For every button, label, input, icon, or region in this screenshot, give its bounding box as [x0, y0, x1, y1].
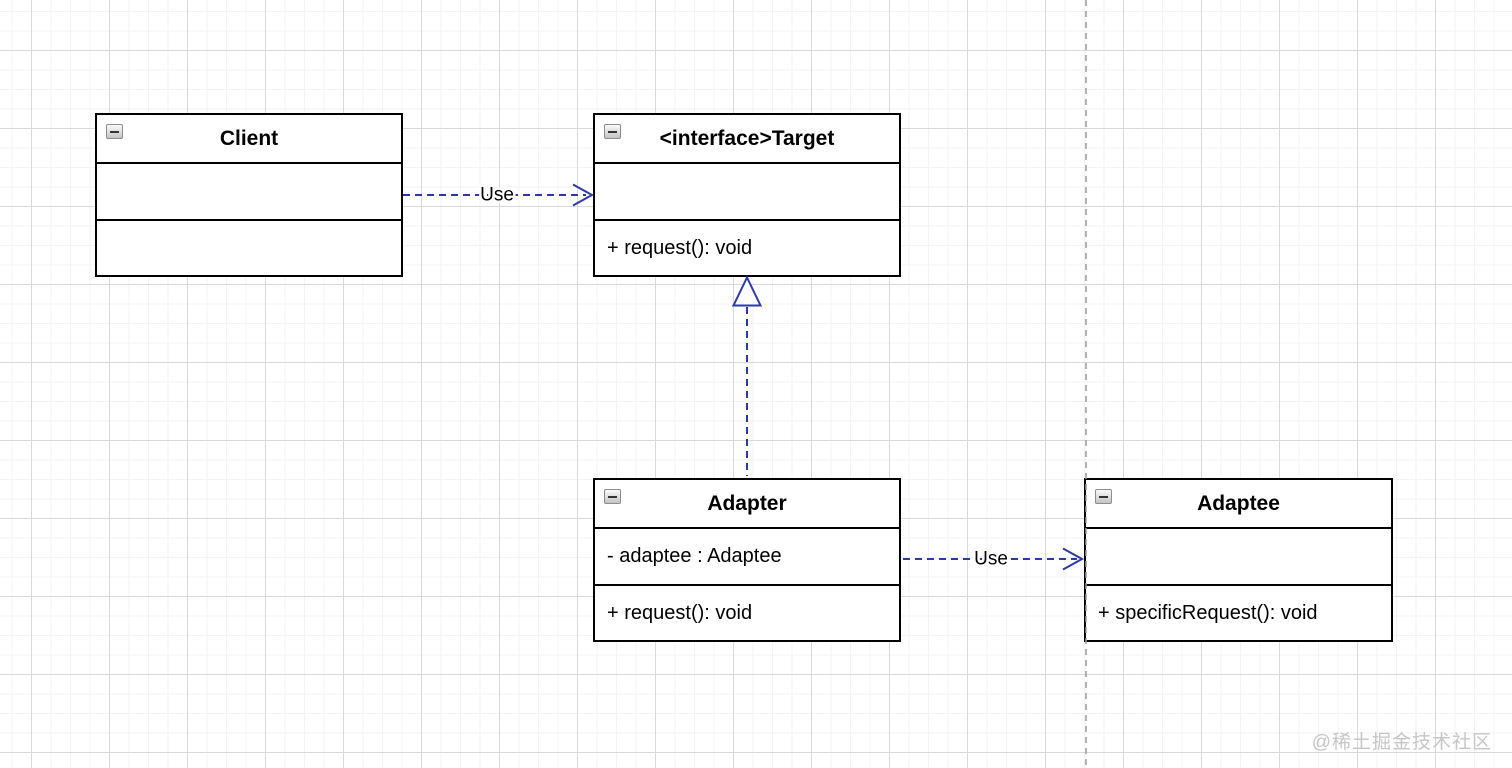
class-title: Client	[219, 126, 279, 150]
class-box-client[interactable]: Client	[95, 113, 403, 277]
collapse-minus-icon[interactable]	[604, 124, 621, 139]
attributes-compartment	[595, 164, 899, 221]
class-header: Client	[97, 115, 401, 164]
edge-label: Use	[974, 549, 1008, 570]
class-title: Adaptee	[1197, 491, 1280, 515]
collapse-minus-icon[interactable]	[604, 489, 621, 504]
edge-client-uses-target[interactable]: Use	[403, 182, 595, 208]
attribute-text: - adaptee : Adaptee	[607, 545, 782, 567]
class-header: Adaptee	[1086, 480, 1391, 529]
class-box-adapter[interactable]: Adapter - adaptee : Adaptee + request():…	[593, 478, 901, 642]
class-header: Adapter	[595, 480, 899, 529]
edge-adapter-realizes-target[interactable]	[731, 275, 763, 477]
method-text: + request(): void	[607, 236, 753, 259]
methods-compartment: + request(): void	[595, 586, 899, 640]
class-box-adaptee[interactable]: Adaptee + specificRequest(): void	[1084, 478, 1393, 642]
methods-compartment: + specificRequest(): void	[1086, 586, 1391, 640]
methods-compartment	[97, 221, 401, 275]
method-text: + request(): void	[607, 601, 753, 624]
collapse-minus-icon[interactable]	[1095, 489, 1112, 504]
class-box-target[interactable]: <interface>Target + request(): void	[593, 113, 901, 277]
minus-glyph	[608, 130, 617, 133]
hollow-triangle-arrowhead-icon	[731, 275, 763, 307]
attributes-compartment	[1086, 529, 1391, 586]
minus-glyph	[608, 495, 617, 498]
edge-adapter-uses-adaptee[interactable]: Use	[903, 546, 1085, 572]
attributes-compartment: - adaptee : Adaptee	[595, 529, 899, 586]
collapse-minus-icon[interactable]	[106, 124, 123, 139]
class-title: Adapter	[707, 491, 787, 515]
open-arrowhead-icon	[1062, 547, 1085, 571]
edge-label: Use	[480, 185, 514, 206]
method-text: + specificRequest(): void	[1098, 601, 1318, 624]
minus-glyph	[1099, 495, 1108, 498]
class-header: <interface>Target	[595, 115, 899, 164]
open-arrowhead-icon	[572, 183, 595, 207]
methods-compartment: + request(): void	[595, 221, 899, 275]
minus-glyph	[110, 130, 119, 133]
attributes-compartment	[97, 164, 401, 221]
watermark: @稀土掘金技术社区	[1311, 732, 1492, 753]
class-title: <interface>Target	[659, 126, 835, 150]
